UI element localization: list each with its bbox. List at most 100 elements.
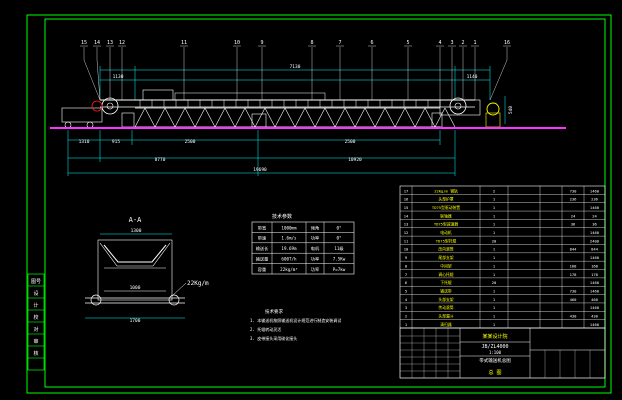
parts-cell: 730 — [570, 188, 578, 193]
parts-cell: 16 — [404, 197, 409, 202]
part-number-label: 1 — [473, 40, 476, 46]
title-name: 带式输送机总图 — [479, 357, 511, 364]
parts-cell: 1460 — [590, 188, 600, 193]
parts-cell: 1460 — [590, 280, 600, 285]
parts-cell: 1460 — [590, 205, 600, 210]
tech-cell: 功率 — [311, 235, 319, 242]
left-strip-4: 对 — [33, 326, 38, 333]
parts-cell: 24 — [571, 213, 576, 218]
parts-cell: 1460 — [590, 322, 600, 327]
tech-cell: 输送长 — [256, 245, 269, 252]
parts-cell: 844 — [570, 247, 578, 252]
dim-left-mid: 915 — [112, 139, 120, 145]
parts-cell: 460 — [570, 297, 578, 302]
tech-cell: 带速 — [258, 236, 267, 242]
left-strip-1: 设 — [33, 290, 38, 297]
section-aa: A-A 1300 1000 1700 22Kg/m — [85, 216, 209, 324]
parts-cell: 20 — [492, 280, 497, 285]
parts-cell: 844 — [591, 247, 599, 252]
parts-cell: 1 — [493, 314, 496, 319]
part-number-label: 13 — [107, 40, 113, 46]
part-number-label: 5 — [406, 40, 409, 46]
parts-cell: 1 — [493, 297, 496, 302]
left-strip-2: 计 — [33, 302, 38, 309]
tech-cell: 1000mm — [281, 225, 297, 230]
part-number-label: 10 — [234, 40, 240, 46]
note-0: 1. 本输送机按照输送机设计规范进行制造安装调试 — [250, 317, 341, 323]
parts-cell: 改向滚筒 — [438, 247, 453, 252]
conveyor-elevation: 1130 7130 1140 540 — [50, 40, 566, 129]
dim-left-long: 2500 — [185, 139, 196, 145]
tech-cell: 输送量 — [256, 255, 269, 262]
parts-cell: 2400 — [590, 238, 600, 243]
parts-cell: 1 — [493, 322, 496, 327]
tech-cell: 0° — [336, 225, 341, 230]
left-strip-3: 校 — [33, 314, 38, 321]
tech-cell: 7.5Kw — [333, 256, 346, 261]
parts-cell: 13 — [404, 222, 409, 227]
section-top-dim: 1300 — [131, 228, 142, 234]
parts-cell: 1460 — [590, 255, 600, 260]
parts-cell: 14 — [404, 213, 409, 218]
parts-cell: 17 — [404, 188, 409, 193]
parts-cell: 1 — [493, 263, 496, 268]
section-bottom-dim: 1700 — [130, 318, 141, 324]
parts-cell: 清扫器 — [440, 322, 452, 327]
part-number-label: 3 — [450, 40, 453, 46]
part-number-label: 14 — [94, 40, 100, 46]
parts-cell: 下托辊 — [440, 280, 452, 285]
parts-cell: 1460 — [590, 305, 600, 310]
part-number-label: 8 — [310, 40, 313, 46]
left-strip-6: 核 — [33, 350, 38, 357]
parts-cell: 联轴器 — [440, 213, 452, 218]
tech-cell: 倾角 — [311, 224, 319, 231]
part-number-label: 9 — [260, 40, 263, 46]
left-strip-5: 审 — [33, 338, 38, 345]
parts-cell: 1 — [493, 205, 496, 210]
parts-cell: 20 — [492, 238, 497, 243]
parts-cell: 4 — [405, 297, 408, 302]
parts-cell: 22Kg/m 钢轨 — [434, 188, 458, 193]
parts-cell: 178 — [591, 272, 599, 277]
parts-cell: 3 — [405, 305, 407, 310]
parts-cell: 730 — [570, 289, 578, 294]
parts-cell: 8 — [405, 263, 408, 268]
parts-cell: 236 — [570, 197, 578, 202]
title-block: 某某设计院 JB/ZL4000 带式输送机总图 1:100 总 图 — [399, 327, 606, 379]
parts-cell: 5 — [405, 289, 407, 294]
tech-cell: 0° — [336, 236, 341, 241]
dim-left-small: 1310 — [79, 139, 90, 145]
title-scale: 1:100 — [489, 350, 502, 355]
dim-total-left: 8770 — [155, 157, 166, 163]
parts-cell: 10 — [404, 247, 409, 252]
parts-cell: 168 — [570, 263, 578, 268]
parts-cell: 1 — [493, 230, 496, 235]
parts-cell: 12 — [404, 230, 409, 235]
tech-table-title: 技术参数 — [272, 213, 292, 220]
inner-frame — [44, 18, 606, 388]
tech-cell: 1.6m/s — [281, 236, 297, 241]
parts-cell: 2 — [405, 314, 407, 319]
height-dim: 540 — [508, 106, 514, 114]
parts-cell: 1460 — [590, 289, 600, 294]
section-load-label: 22Kg/m — [187, 280, 209, 287]
title-sheet: 总 图 — [488, 369, 501, 376]
parts-cell: 输送带 — [440, 289, 452, 294]
parts-cell: 36 — [592, 222, 597, 227]
part-number-label: 15 — [81, 40, 87, 46]
parts-cell: 1460 — [590, 230, 600, 235]
parts-cell: 15 — [404, 205, 409, 210]
parts-cell: 24 — [592, 213, 597, 218]
title-unit: 某某设计院 — [482, 333, 507, 340]
parts-cell: TD75型减速器 — [434, 222, 459, 227]
parts-cell: 1 — [493, 289, 496, 294]
parts-cell: TD75型驱动装置 — [432, 205, 460, 210]
top-dim-0: 1130 — [113, 74, 124, 80]
parts-cell: TD75型托辊 — [436, 238, 457, 243]
note-2: 3. 皮带接头采用硫化接头 — [250, 335, 297, 341]
tech-cell: P=7kw — [333, 267, 346, 272]
notes-title: 技术要求 — [265, 308, 283, 315]
parts-cell: 236 — [591, 197, 599, 202]
